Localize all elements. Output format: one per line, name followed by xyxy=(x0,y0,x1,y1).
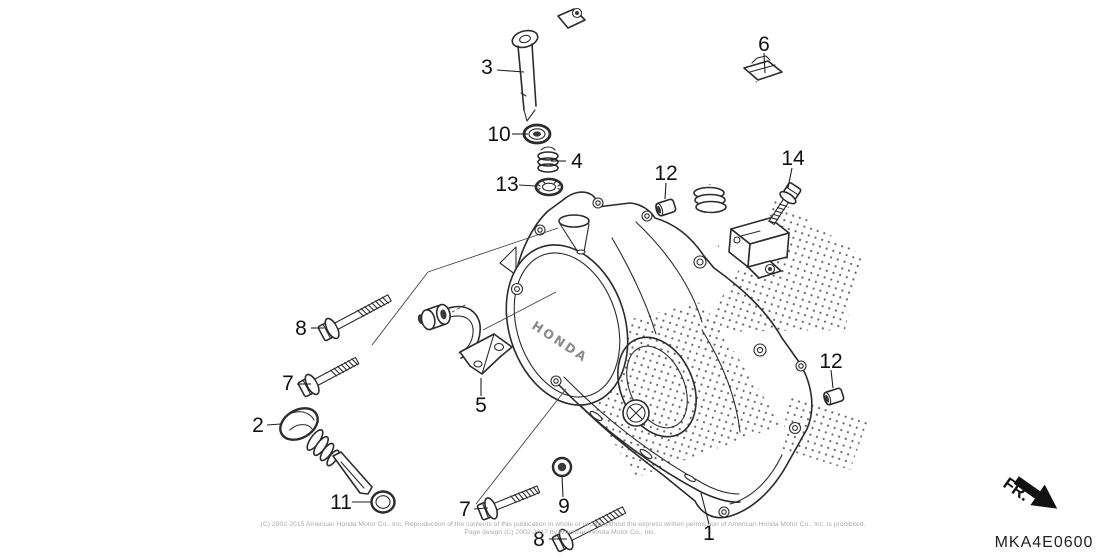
oil-filler-neck xyxy=(558,214,590,255)
callout-8-bottom: 8 xyxy=(533,528,545,551)
callout-12-right: 12 xyxy=(819,350,842,373)
clutch-cover-boss: HONDA xyxy=(505,244,629,406)
callout-14: 14 xyxy=(781,147,805,170)
part-3-lever-shaft xyxy=(511,7,586,122)
callout-7-left: 7 xyxy=(282,372,294,395)
callouts: 3 10 4 13 6 12 14 8 7 5 2 11 7 9 8 1 12 xyxy=(252,33,843,551)
callout-4: 4 xyxy=(571,150,583,173)
part-10-bearing xyxy=(522,123,552,145)
callout-5: 5 xyxy=(475,394,487,417)
part-12-dowel-pin-right xyxy=(823,387,845,406)
part-7-bolt-bottom xyxy=(476,485,541,521)
callout-3: 3 xyxy=(481,56,493,79)
fr-direction-indicator: FR. xyxy=(1000,474,1058,509)
part-12-dowel-pin-top xyxy=(655,198,677,217)
callout-2: 2 xyxy=(252,414,264,437)
part-4-spring xyxy=(537,146,559,173)
diagram-code: MKA4E0600 xyxy=(995,534,1094,551)
crankcase-cover-drawing: HONDA xyxy=(499,191,868,519)
copyright-line-2: Page design (C) 2002-2017 by American Ho… xyxy=(464,529,655,536)
part-11-oring xyxy=(370,490,396,514)
callout-12-top: 12 xyxy=(654,162,677,185)
callout-13: 13 xyxy=(495,173,518,196)
copyright-line-1: (C) 2002-2015 American Honda Motor Co., … xyxy=(261,521,866,528)
cover-oval-opening xyxy=(617,336,697,438)
part-6-sensor-assembly xyxy=(693,55,790,279)
part-9-washer xyxy=(551,456,573,478)
callout-9: 9 xyxy=(558,495,570,518)
bolt-bosses xyxy=(510,197,807,518)
part-7-bolt-left xyxy=(297,356,360,398)
callout-11: 11 xyxy=(330,491,352,514)
callout-1: 1 xyxy=(703,522,715,545)
callout-7-bottom: 7 xyxy=(459,498,471,521)
part-13-seal xyxy=(534,177,564,197)
cover-cap xyxy=(622,399,650,427)
part-2-dipstick xyxy=(279,407,373,495)
callout-10: 10 xyxy=(487,123,510,146)
construction-lines xyxy=(371,227,567,505)
callout-6: 6 xyxy=(758,33,770,56)
part-8-bolt-left xyxy=(317,294,392,342)
fr-arrow-icon xyxy=(1013,476,1058,509)
part-5-bracket xyxy=(417,303,513,375)
callout-8-left: 8 xyxy=(295,317,307,340)
leader-lines xyxy=(266,52,834,540)
